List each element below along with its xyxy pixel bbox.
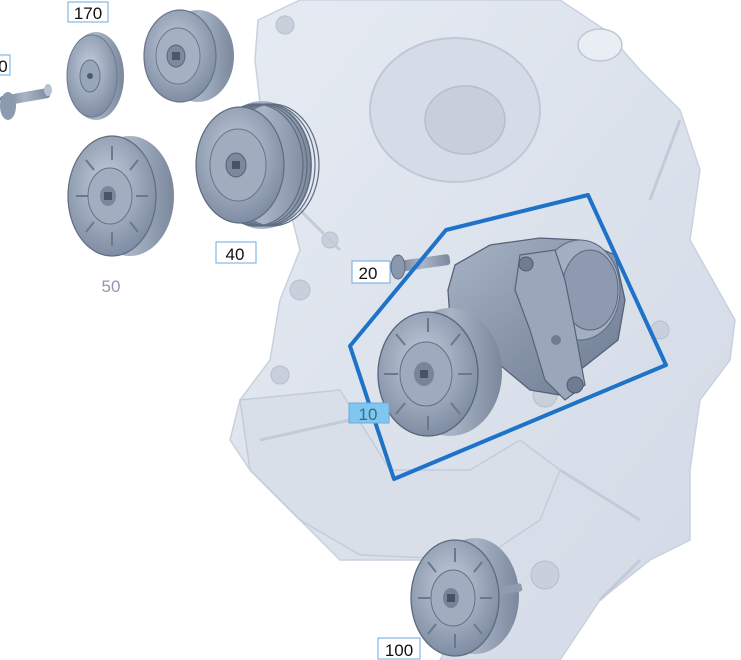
- washer-170: [66, 32, 124, 120]
- callout-170[interactable]: 170: [67, 1, 109, 23]
- callout-50[interactable]: 50: [102, 277, 121, 296]
- callout-partial-number: 0: [0, 57, 8, 76]
- idler-pulley-50: [67, 135, 174, 257]
- callout-40[interactable]: 40: [215, 241, 257, 264]
- housing-boss: [577, 28, 623, 62]
- idler-pulley-top: [143, 9, 234, 103]
- idler-pulley-100: [410, 538, 523, 657]
- housing-cover-center: [424, 85, 506, 155]
- callout-partial-left[interactable]: 0: [0, 54, 11, 76]
- callout-50-number: 50: [102, 277, 121, 296]
- callout-170-number: 170: [74, 4, 102, 23]
- bolt-20: [390, 254, 451, 280]
- callout-10[interactable]: 10: [348, 402, 390, 424]
- callout-100-number: 100: [385, 641, 413, 660]
- callout-20[interactable]: 20: [351, 260, 391, 284]
- belt-tensioner-10: [377, 237, 626, 437]
- selection-outline: [348, 193, 668, 481]
- housing-rib-lines: [259, 119, 682, 602]
- grooved-pulley-40: [195, 101, 320, 229]
- callout-40-number: 40: [226, 245, 245, 264]
- callout-100[interactable]: 100: [377, 637, 421, 660]
- bolt-left: [0, 84, 52, 120]
- callout-10-number: 10: [359, 405, 378, 424]
- callout-20-number: 20: [359, 264, 378, 283]
